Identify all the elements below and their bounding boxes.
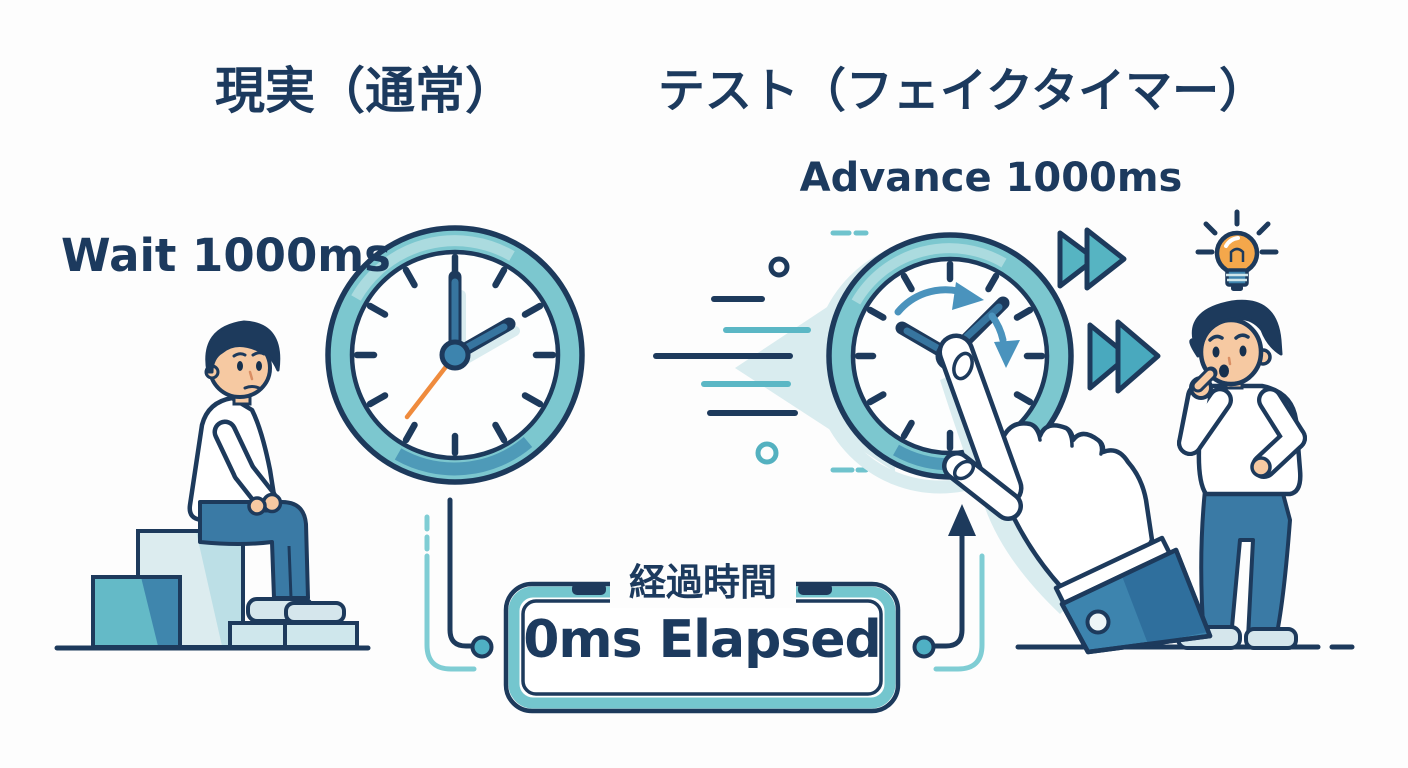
elapsed-time-box [503, 564, 901, 714]
connector-left [424, 497, 494, 672]
pointing-hand [937, 333, 1213, 655]
stacked-boxes [91, 529, 359, 649]
label-gap [610, 564, 796, 608]
lightbulb-icon [1195, 209, 1279, 291]
right-panel-title: テスト（フェイクタイマー） [657, 64, 1267, 119]
left-clock [325, 225, 585, 485]
clockwise-arrow-icon [894, 282, 1020, 368]
fingernail [952, 351, 974, 381]
connector-right [912, 504, 985, 672]
waiting-person [187, 320, 346, 624]
thumbnail [952, 459, 976, 481]
advance-label: Advance 1000ms [799, 155, 1183, 201]
left-panel-title: 現実（通常） [215, 62, 515, 120]
left-clock-ticks [353, 253, 557, 457]
elapsed-time-value: 0ms Elapsed [523, 610, 882, 670]
up-arrow-icon [948, 504, 976, 536]
wait-label: Wait 1000ms [61, 229, 391, 282]
elapsed-time-label: 経過時間 [629, 561, 777, 604]
fast-forward-icon [1057, 227, 1127, 291]
fast-forward-icon-2 [1087, 319, 1161, 394]
